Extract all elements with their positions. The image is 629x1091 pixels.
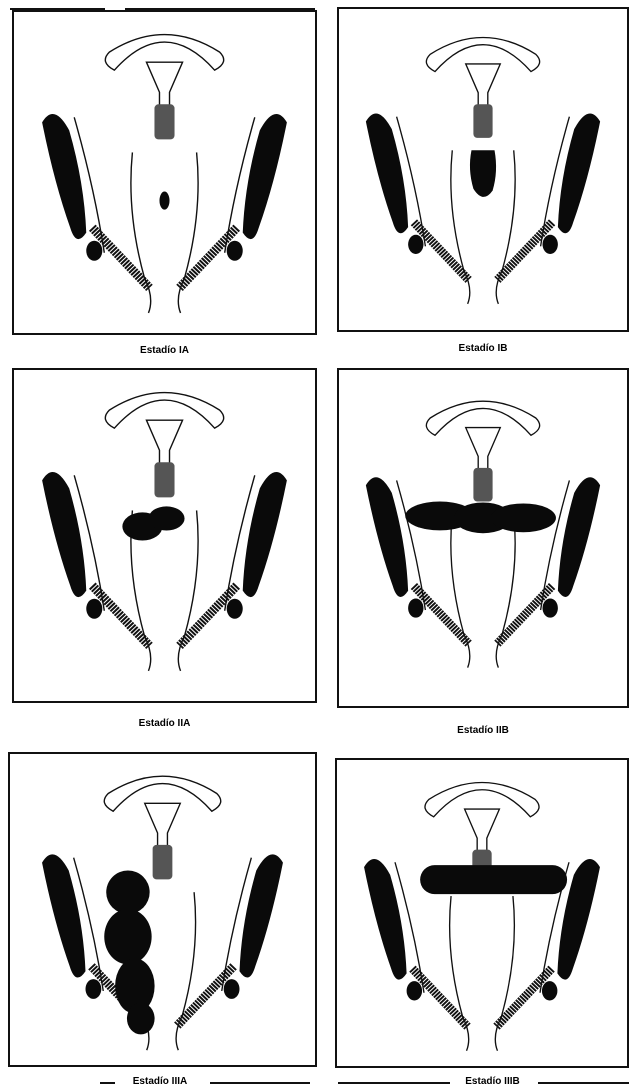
caption-stage-iiib: Estadío IIIB	[450, 1076, 535, 1087]
tumor-lesion	[470, 150, 496, 197]
cervix-tissue	[153, 845, 173, 880]
cervix-tissue	[154, 462, 174, 497]
right-pelvic-muscle	[243, 114, 287, 239]
right-lymph-node	[227, 599, 243, 619]
uterus-outline	[425, 783, 539, 817]
left-ureter	[92, 586, 149, 646]
uterus-outline	[105, 35, 223, 71]
left-pelvic-muscle	[366, 477, 408, 597]
left-pelvic-muscle	[42, 472, 86, 597]
vaginal-wall	[450, 896, 515, 1051]
right-lymph-node	[542, 981, 557, 1000]
left-lymph-node	[408, 235, 423, 254]
panel-stage-ia	[12, 10, 317, 335]
left-lymph-node	[86, 241, 102, 261]
caption-stage-ib: Estadío IB	[337, 343, 629, 354]
anatomy-diagram-iib	[339, 370, 627, 706]
left-lymph-node	[85, 979, 101, 999]
cervix-tissue	[473, 468, 492, 502]
left-lymph-node	[408, 598, 423, 617]
bottom-rule-left-b	[210, 1082, 310, 1084]
anatomy-diagram-iiia	[10, 754, 315, 1065]
left-pelvic-muscle	[366, 114, 408, 234]
caption-stage-iib: Estadío IIB	[337, 725, 629, 736]
bottom-rule-right-b	[538, 1082, 629, 1084]
tumor-lesion	[148, 506, 184, 530]
left-ureter	[412, 969, 467, 1027]
bottom-rule-left-a	[100, 1082, 115, 1084]
left-lymph-node	[407, 981, 422, 1000]
right-lymph-node	[224, 979, 240, 999]
right-ureter	[497, 586, 552, 644]
left-pelvic-muscle	[364, 859, 407, 980]
panel-stage-iiib	[335, 758, 629, 1068]
right-pelvic-muscle	[558, 114, 600, 234]
vaginal-wall	[131, 152, 198, 313]
uterus-outline	[104, 776, 221, 811]
anatomy-diagram-iiib	[337, 760, 627, 1066]
tumor-lesion	[127, 1003, 155, 1035]
caption-stage-ia: Estadío IA	[12, 345, 317, 356]
left-ureter	[414, 222, 469, 280]
right-lymph-node	[227, 241, 243, 261]
bottom-rule-right-a	[338, 1082, 450, 1084]
tumor-lesion	[491, 503, 556, 532]
anatomy-diagram-ia	[14, 12, 315, 333]
right-pelvic-muscle	[243, 472, 287, 597]
tumor-lesion	[104, 909, 151, 964]
left-ureter	[414, 586, 469, 644]
left-pelvic-muscle	[42, 114, 86, 239]
right-ureter	[180, 228, 237, 288]
uterus-outline	[105, 393, 223, 429]
left-ureter	[92, 228, 149, 288]
right-ureter	[497, 222, 552, 280]
tumor-lesion	[106, 871, 149, 914]
right-pelvic-muscle	[558, 477, 600, 597]
anatomy-diagram-iia	[14, 370, 315, 701]
uterus-outline	[426, 401, 539, 435]
anatomy-diagram-ib	[339, 9, 627, 330]
panel-stage-iia	[12, 368, 317, 703]
cervix-tissue	[154, 104, 174, 139]
caption-stage-iiia: Estadío IIIA	[115, 1076, 205, 1087]
vaginal-wall	[451, 514, 515, 668]
tumor-lesion	[159, 192, 169, 210]
caption-stage-iia: Estadío IIA	[12, 718, 317, 729]
right-ureter	[177, 966, 233, 1025]
cervix-tissue	[473, 104, 492, 138]
tumor-lesion	[420, 865, 567, 894]
right-lymph-node	[543, 598, 558, 617]
panel-stage-iiia	[8, 752, 317, 1067]
right-ureter	[180, 586, 237, 646]
left-lymph-node	[86, 599, 102, 619]
right-pelvic-muscle	[240, 854, 283, 977]
panel-stage-ib	[337, 7, 629, 332]
left-pelvic-muscle	[42, 854, 85, 977]
right-ureter	[497, 969, 552, 1027]
panel-stage-iib	[337, 368, 629, 708]
uterus-outline	[426, 38, 539, 72]
right-lymph-node	[543, 235, 558, 254]
